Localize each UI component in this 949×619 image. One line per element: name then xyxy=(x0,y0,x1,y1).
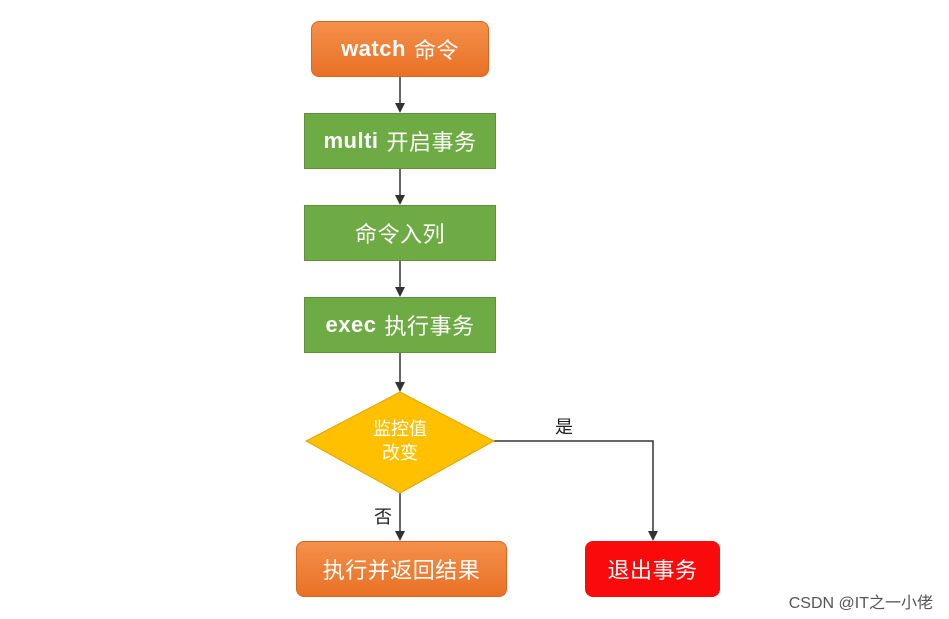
execute-and-return-node: 执行并返回结果 xyxy=(296,541,507,597)
decision-node-label: 监控值 改变 xyxy=(345,418,455,466)
multi-start-transaction-node: multi 开启事务 xyxy=(304,113,496,169)
watch-node-keyword: watch xyxy=(341,36,406,61)
decision-diamond-shape xyxy=(304,391,496,494)
enqueue-node-label: 命令入列 xyxy=(354,223,445,248)
watch-node-label: 命令 xyxy=(413,39,459,64)
exec-transaction-node: exec 执行事务 xyxy=(304,297,496,353)
exec-node-keyword: exec xyxy=(325,312,377,337)
exit-transaction-node: 退出事务 xyxy=(585,541,720,597)
exec-node-label: 执行事务 xyxy=(384,315,475,340)
multi-node-keyword: multi xyxy=(323,128,379,153)
enqueue-commands-node: 命令入列 xyxy=(304,205,496,261)
watch-command-node: watch 命令 xyxy=(311,21,489,77)
exit-node-label: 退出事务 xyxy=(607,559,698,584)
no-edge-label: 否 xyxy=(374,507,392,528)
decision-label-line2: 改变 xyxy=(382,443,418,464)
multi-node-label: 开启事务 xyxy=(386,131,477,156)
yes-edge-label: 是 xyxy=(555,417,573,438)
decision-label-line1: 监控值 xyxy=(373,419,427,440)
arrow-decision-to-exit xyxy=(494,440,658,541)
csdn-watermark: CSDN @IT之一小佬 xyxy=(788,595,933,612)
result-node-label: 执行并返回结果 xyxy=(322,559,481,584)
